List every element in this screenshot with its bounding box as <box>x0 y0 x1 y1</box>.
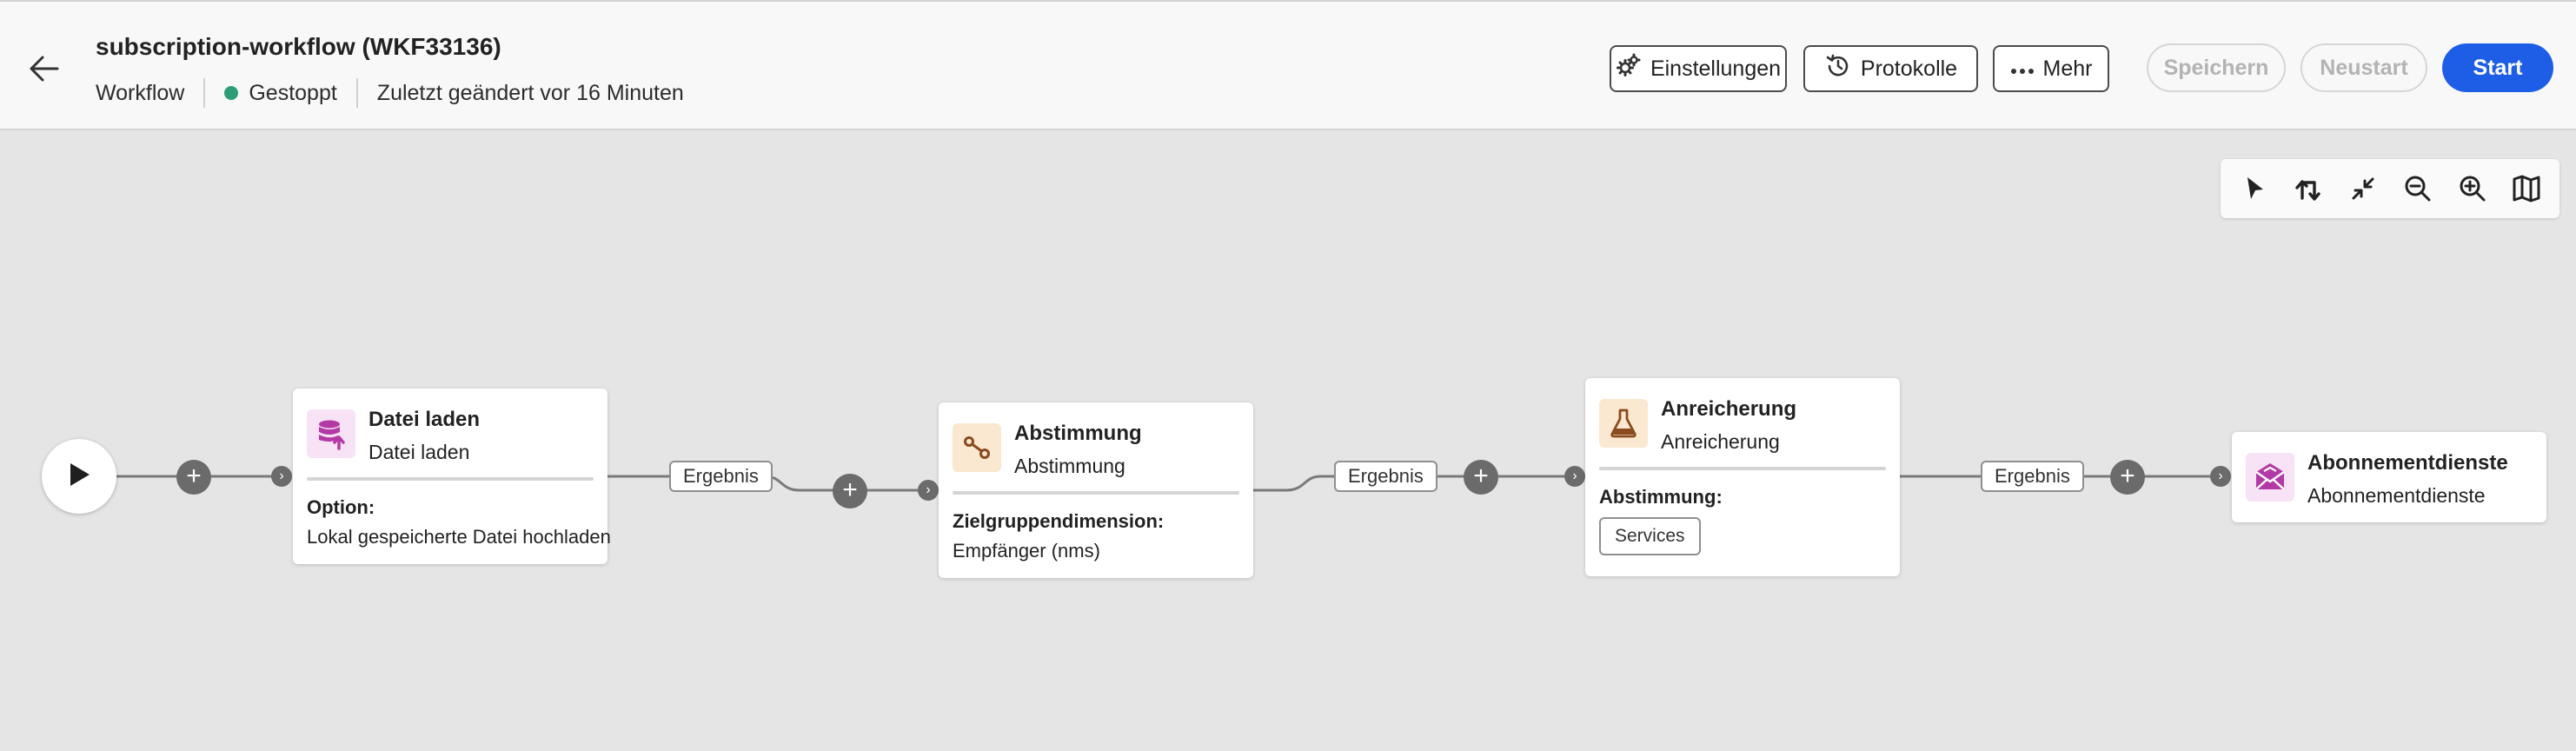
restart-button[interactable]: Neustart <box>2300 43 2427 92</box>
edge-label: Ergebnis <box>1981 461 2084 492</box>
option-value: Empfänger (nms) <box>953 540 1100 562</box>
logs-button[interactable]: Protokolle <box>1803 45 1978 92</box>
edge-label: Ergebnis <box>669 461 773 492</box>
chevron-right-icon: › <box>1572 469 1577 483</box>
activity-card-load-file[interactable]: Datei laden Datei laden Option: Lokal ge… <box>293 389 611 564</box>
load-file-icon <box>307 409 355 458</box>
last-modified: Zuletzt geändert vor 16 Minuten <box>376 80 684 105</box>
workflow-header: subscription-workflow (WKF33136) Workflo… <box>0 0 2576 130</box>
divider <box>953 491 1239 495</box>
workflow-start-button[interactable] <box>42 439 116 514</box>
gears-icon <box>1616 53 1642 85</box>
divider <box>1599 467 1886 470</box>
zoom-out-icon[interactable] <box>2401 172 2434 205</box>
input-port[interactable]: › <box>1564 466 1585 487</box>
play-icon <box>67 462 91 492</box>
status-badge: Gestoppt <box>249 80 337 105</box>
start-button[interactable]: Start <box>2442 43 2553 92</box>
option-label: Zielgruppendimension: <box>953 510 1165 532</box>
add-activity-button[interactable]: + <box>833 474 867 508</box>
option-label: Option: <box>307 496 375 518</box>
activity-title: Abonnementdienste <box>2307 451 2508 475</box>
subscription-envelope-icon <box>2246 453 2294 502</box>
reroute-icon[interactable] <box>2292 172 2325 205</box>
save-button[interactable]: Speichern <box>2147 43 2286 92</box>
collapse-icon[interactable] <box>2347 172 2380 205</box>
back-arrow-icon[interactable] <box>24 49 64 89</box>
divider <box>307 477 594 481</box>
canvas-toolbar <box>2221 159 2559 218</box>
pointer-icon[interactable] <box>2238 172 2271 205</box>
workflow-meta: Workflow Gestoppt Zuletzt geändert vor 1… <box>96 78 684 108</box>
activity-subtitle: Anreicherung <box>1661 430 1780 453</box>
chevron-right-icon: › <box>2218 469 2223 483</box>
activity-title: Abstimmung <box>1014 422 1142 445</box>
enrichment-flask-icon <box>1599 399 1648 448</box>
edge-label: Ergebnis <box>1334 461 1437 492</box>
more-button[interactable]: Mehr <box>1993 45 2109 92</box>
chevron-right-icon: › <box>926 482 931 497</box>
plus-icon: + <box>186 461 202 490</box>
workflow-type: Workflow <box>96 80 185 105</box>
activity-subtitle: Datei laden <box>368 441 470 463</box>
activity-card-reconciliation[interactable]: Abstimmung Abstimmung Zielgruppendimensi… <box>939 402 1253 578</box>
input-port[interactable]: › <box>918 480 939 501</box>
activity-title: Anreicherung <box>1661 397 1797 421</box>
activity-card-enrichment[interactable]: Anreicherung Anreicherung Abstimmung: Se… <box>1585 378 1900 576</box>
plus-icon: + <box>2120 461 2135 490</box>
chevron-right-icon: › <box>279 469 284 483</box>
more-dots-icon <box>2010 56 2035 82</box>
settings-label: Einstellungen <box>1650 56 1782 81</box>
map-icon[interactable] <box>2510 172 2543 205</box>
reconciliation-icon <box>953 423 1001 472</box>
add-activity-button[interactable]: + <box>1464 460 1498 495</box>
activity-subtitle: Abonnementdienste <box>2307 484 2486 507</box>
plus-icon: + <box>1473 461 1489 490</box>
settings-button[interactable]: Einstellungen <box>1610 45 1787 92</box>
add-activity-button[interactable]: + <box>176 460 211 495</box>
zoom-in-icon[interactable] <box>2456 172 2489 205</box>
more-label: Mehr <box>2042 56 2093 81</box>
activity-title: Datei laden <box>368 408 481 431</box>
option-label: Abstimmung: <box>1599 486 1723 508</box>
plus-icon: + <box>842 475 858 504</box>
status-dot-icon <box>224 86 239 100</box>
logs-label: Protokolle <box>1860 56 1958 81</box>
add-activity-button[interactable]: + <box>2110 460 2145 495</box>
divider <box>203 78 206 108</box>
workflow-title: subscription-workflow (WKF33136) <box>96 33 501 60</box>
activity-card-subscription-services[interactable]: Abonnementdienste Abonnementdienste <box>2232 432 2546 522</box>
history-icon <box>1824 52 1852 86</box>
option-value: Lokal gespeicherte Datei hochladen <box>307 526 611 548</box>
services-tag: Services <box>1599 517 1701 555</box>
input-port[interactable]: › <box>271 466 292 487</box>
input-port[interactable]: › <box>2210 466 2231 487</box>
activity-subtitle: Abstimmung <box>1014 455 1125 477</box>
divider <box>355 78 358 108</box>
